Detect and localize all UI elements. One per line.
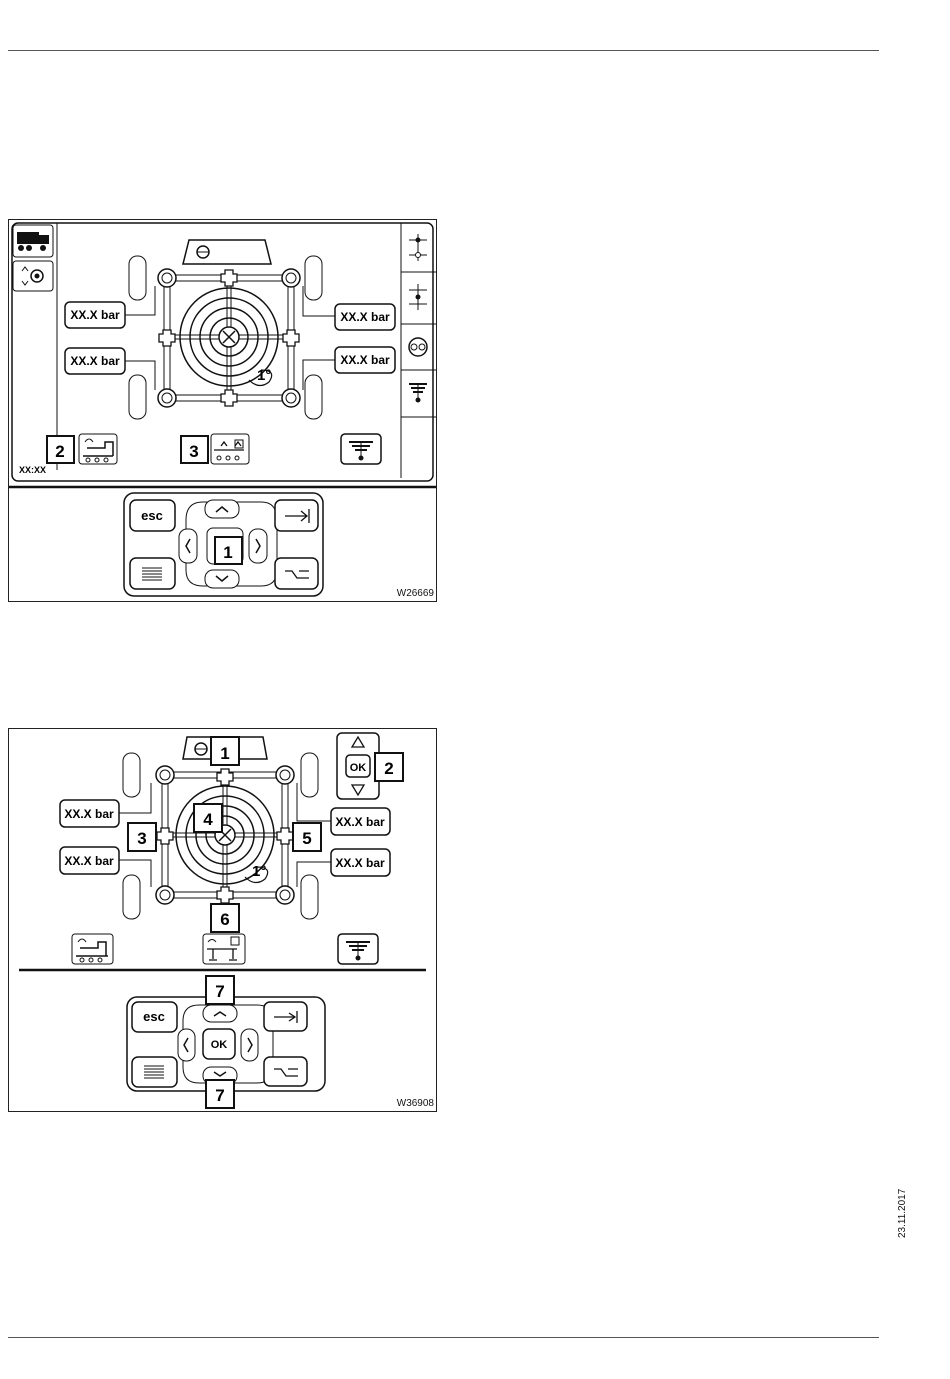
axle-rear-icon[interactable] [409, 284, 427, 310]
ok-label: OK [211, 1039, 228, 1051]
pressure-label-front-left: XX.X bar [70, 308, 120, 322]
axle-front-icon[interactable] [409, 234, 427, 261]
figure-w26669: XX.X bar XX.X bar XX.X bar XX.X bar 1° X… [8, 219, 437, 602]
figure-code: W36908 [397, 1098, 434, 1109]
figure-2-drawing: 1 OK 2 XX.X bar XX.X [9, 729, 436, 1111]
cab-outline [183, 240, 271, 264]
pressure-label-front-right: XX.X bar [335, 815, 385, 829]
bottom-rule [8, 1337, 879, 1338]
callout-6: 6 [220, 910, 229, 929]
suspension-mode-icon[interactable] [338, 934, 378, 964]
menu-key[interactable] [132, 1057, 177, 1087]
callout-1: 1 [220, 744, 229, 763]
switch-key[interactable] [264, 1057, 307, 1086]
figure-code: W26669 [397, 588, 434, 599]
esc-label: esc [143, 1009, 165, 1024]
steering-wheel-icon [197, 246, 209, 258]
arrow-right-key[interactable] [249, 529, 267, 563]
callout-4: 4 [203, 810, 213, 829]
level-adjust-icon[interactable] [13, 261, 53, 291]
time-label: XX:XX [19, 465, 46, 475]
outrigger-icon[interactable] [203, 934, 245, 964]
switch-key[interactable] [275, 558, 318, 589]
menu-key[interactable] [130, 558, 175, 589]
outrigger-icon[interactable] [211, 434, 249, 464]
crane-transport-icon[interactable] [72, 934, 113, 964]
arrow-left-key[interactable] [178, 1029, 195, 1061]
callout-7-bottom: 7 [215, 1086, 224, 1105]
callout-2: 2 [55, 442, 64, 461]
pressure-label-rear-left: XX.X bar [64, 854, 114, 868]
footer-date: 23.11.2017 [897, 1189, 908, 1238]
crane-transport-icon[interactable] [79, 434, 117, 464]
pressure-label-front-left: XX.X bar [64, 807, 114, 821]
callout-2: 2 [384, 759, 393, 778]
arrow-down-key[interactable] [205, 570, 239, 588]
tab-key[interactable] [264, 1002, 307, 1031]
arrow-right-key[interactable] [241, 1029, 258, 1061]
arrow-up-key[interactable] [205, 500, 239, 518]
angle-label: 1° [257, 367, 271, 384]
figure-w36908: 1 OK 2 XX.X bar XX.X [8, 728, 437, 1112]
steering-wheel-icon [195, 743, 207, 755]
ok-side-label: OK [350, 762, 367, 774]
tab-key[interactable] [275, 500, 318, 531]
arrow-up-key[interactable] [203, 1005, 237, 1022]
callout-3: 3 [137, 829, 146, 848]
pressure-label-rear-right: XX.X bar [340, 353, 390, 367]
pressure-label-front-right: XX.X bar [340, 310, 390, 324]
suspension-mode-icon[interactable] [341, 434, 381, 464]
callout-7-top: 7 [215, 982, 224, 1001]
arrow-left-key[interactable] [179, 529, 197, 563]
pressure-label-rear-left: XX.X bar [70, 354, 120, 368]
suspension-lock-icon[interactable] [409, 338, 427, 356]
esc-label: esc [141, 508, 163, 523]
crane-mode-icon[interactable] [13, 225, 53, 257]
angle-label: 1° [252, 863, 266, 880]
callout-1: 1 [223, 543, 232, 562]
figure-1-drawing: XX.X bar XX.X bar XX.X bar XX.X bar 1° X… [9, 220, 436, 601]
callout-5: 5 [302, 829, 311, 848]
callout-3: 3 [189, 442, 198, 461]
top-rule [8, 50, 879, 51]
pressure-label-rear-right: XX.X bar [335, 856, 385, 870]
spring-icon[interactable] [409, 384, 427, 403]
